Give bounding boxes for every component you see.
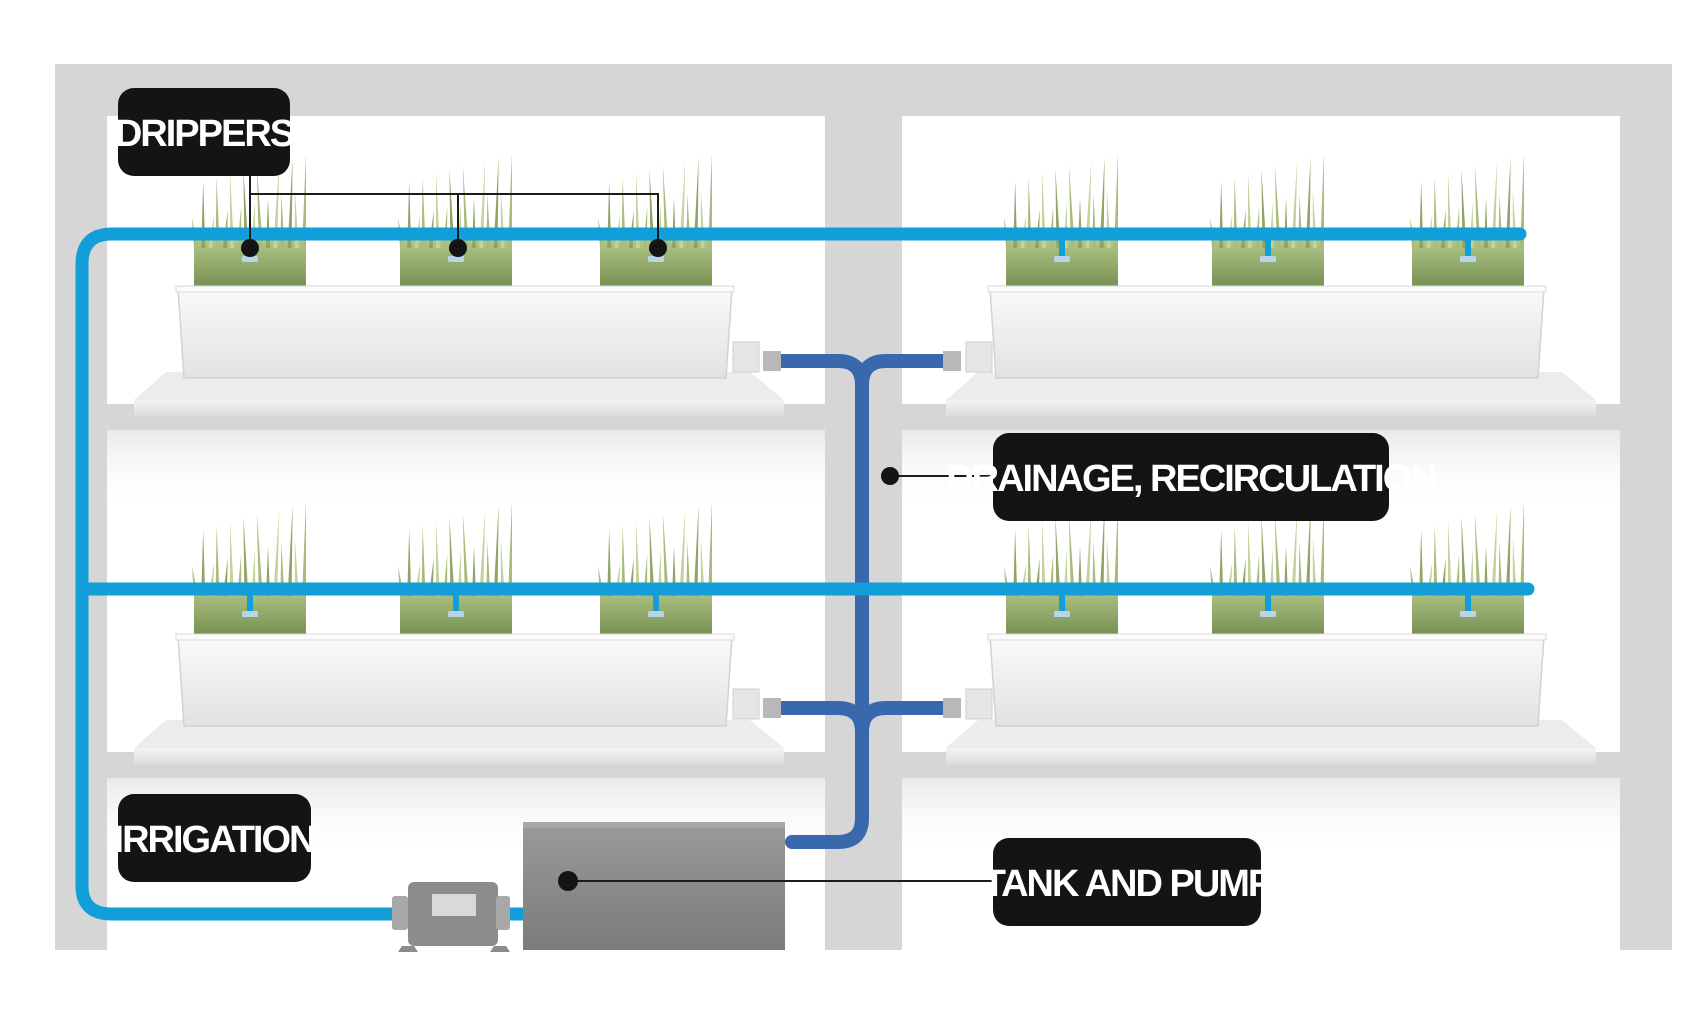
dripper-icon [1460, 589, 1476, 617]
planter-units [134, 153, 1596, 764]
svg-text:IRRIGATION: IRRIGATION [114, 819, 315, 861]
shelf-top [134, 720, 784, 748]
label-drainage-recirculation: DRAINAGE, RECIRCULATION [946, 433, 1438, 521]
dripper-icon [1054, 234, 1070, 262]
drain-connectors [732, 341, 993, 720]
dripper-icon [242, 589, 258, 617]
label-irrigation: IRRIGATION [114, 794, 316, 882]
shelf-front [134, 748, 784, 764]
planter-box [177, 635, 733, 727]
pump-icon [392, 882, 510, 952]
dripper-icon [1460, 234, 1476, 262]
dripper-icon [448, 589, 464, 617]
label-tank-and-pump: TANK AND PUMP [983, 838, 1275, 926]
svg-text:TANK AND PUMP: TANK AND PUMP [983, 863, 1273, 905]
svg-text:DRIPPERS: DRIPPERS [115, 113, 294, 155]
planter-box [989, 635, 1545, 727]
dripper-icon [1260, 234, 1276, 262]
planter-unit [134, 501, 784, 764]
planter-unit [946, 501, 1596, 764]
dripper-icon [1054, 589, 1070, 617]
shelf-front [946, 400, 1596, 416]
leader-dots [241, 239, 899, 891]
shelf-front [134, 400, 784, 416]
shelf-front [946, 748, 1596, 764]
shelf-top [134, 372, 784, 400]
dripper-icon [1260, 589, 1276, 617]
shelf-top [946, 372, 1596, 400]
shelf-top [946, 720, 1596, 748]
drainage-pipe [773, 354, 951, 849]
planter-box [989, 287, 1545, 379]
planter-box [177, 287, 733, 379]
dripper-icon [648, 589, 664, 617]
svg-text:DRAINAGE, RECIRCULATION: DRAINAGE, RECIRCULATION [946, 458, 1436, 500]
label-drippers: DRIPPERS [115, 88, 296, 176]
planter-unit [134, 153, 784, 416]
